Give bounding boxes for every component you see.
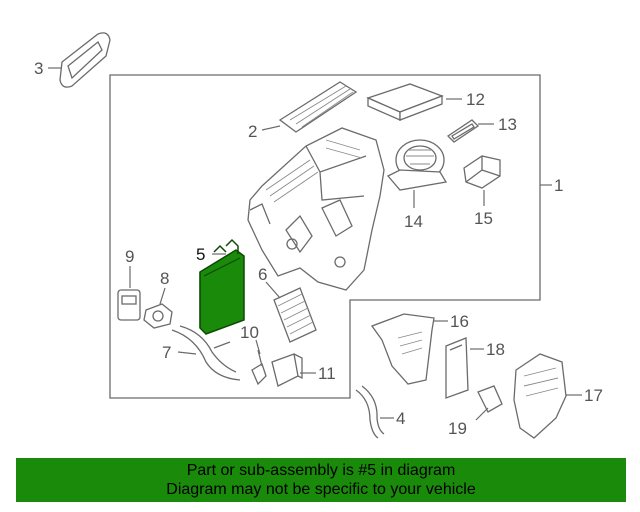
part-2-grille: [278, 81, 358, 133]
part-11-actuator-motor: [271, 353, 303, 387]
part-6-heater-core: [273, 287, 317, 343]
callout-8: 8: [160, 269, 169, 288]
info-banner: Part or sub-assembly is #5 in diagram Di…: [16, 458, 626, 502]
part-9-module: [117, 289, 141, 321]
callout-2: 2: [248, 122, 257, 141]
assembly-outline: [109, 74, 541, 399]
part-18-panel: [445, 337, 469, 399]
callout-13: 13: [498, 115, 517, 134]
part-7-hose: [171, 325, 241, 381]
banner-line-1: Part or sub-assembly is #5 in diagram: [186, 462, 456, 479]
leader-lines: [48, 67, 582, 421]
part-13-seal: [446, 119, 480, 143]
part-16-duct: [370, 313, 435, 385]
callout-15: 15: [474, 209, 493, 228]
callout-5: 5: [196, 245, 205, 264]
callout-4: 4: [396, 409, 405, 428]
callout-11: 11: [318, 364, 336, 383]
callout-3: 3: [34, 59, 43, 78]
banner-line-2: Diagram may not be specific to your vehi…: [166, 481, 476, 498]
callout-17: 17: [584, 386, 603, 405]
callout-7: 7: [162, 343, 171, 362]
callout-9: 9: [125, 247, 134, 266]
callout-10: 10: [240, 323, 259, 342]
callout-1: 1: [554, 176, 563, 195]
callout-6: 6: [258, 265, 267, 284]
part-14-blower-motor: [386, 139, 448, 191]
part-15-resistor: [463, 155, 501, 189]
part-8-sensor: [143, 303, 173, 329]
callout-18: 18: [486, 340, 505, 359]
part-17-housing: [513, 353, 567, 439]
part-1-hvac-housing: [247, 127, 385, 291]
part-19-bracket: [477, 385, 503, 413]
part-5-evaporator-core: [199, 238, 245, 335]
callout-14: 14: [404, 212, 423, 231]
part-10-actuator: [251, 349, 267, 386]
callout-19: 19: [448, 419, 467, 438]
callout-12: 12: [466, 90, 485, 109]
callout-16: 16: [450, 312, 469, 331]
part-12-filter: [366, 83, 444, 121]
part-3-duct-frame: [59, 32, 111, 88]
part-4-drain-hose: [355, 385, 385, 439]
